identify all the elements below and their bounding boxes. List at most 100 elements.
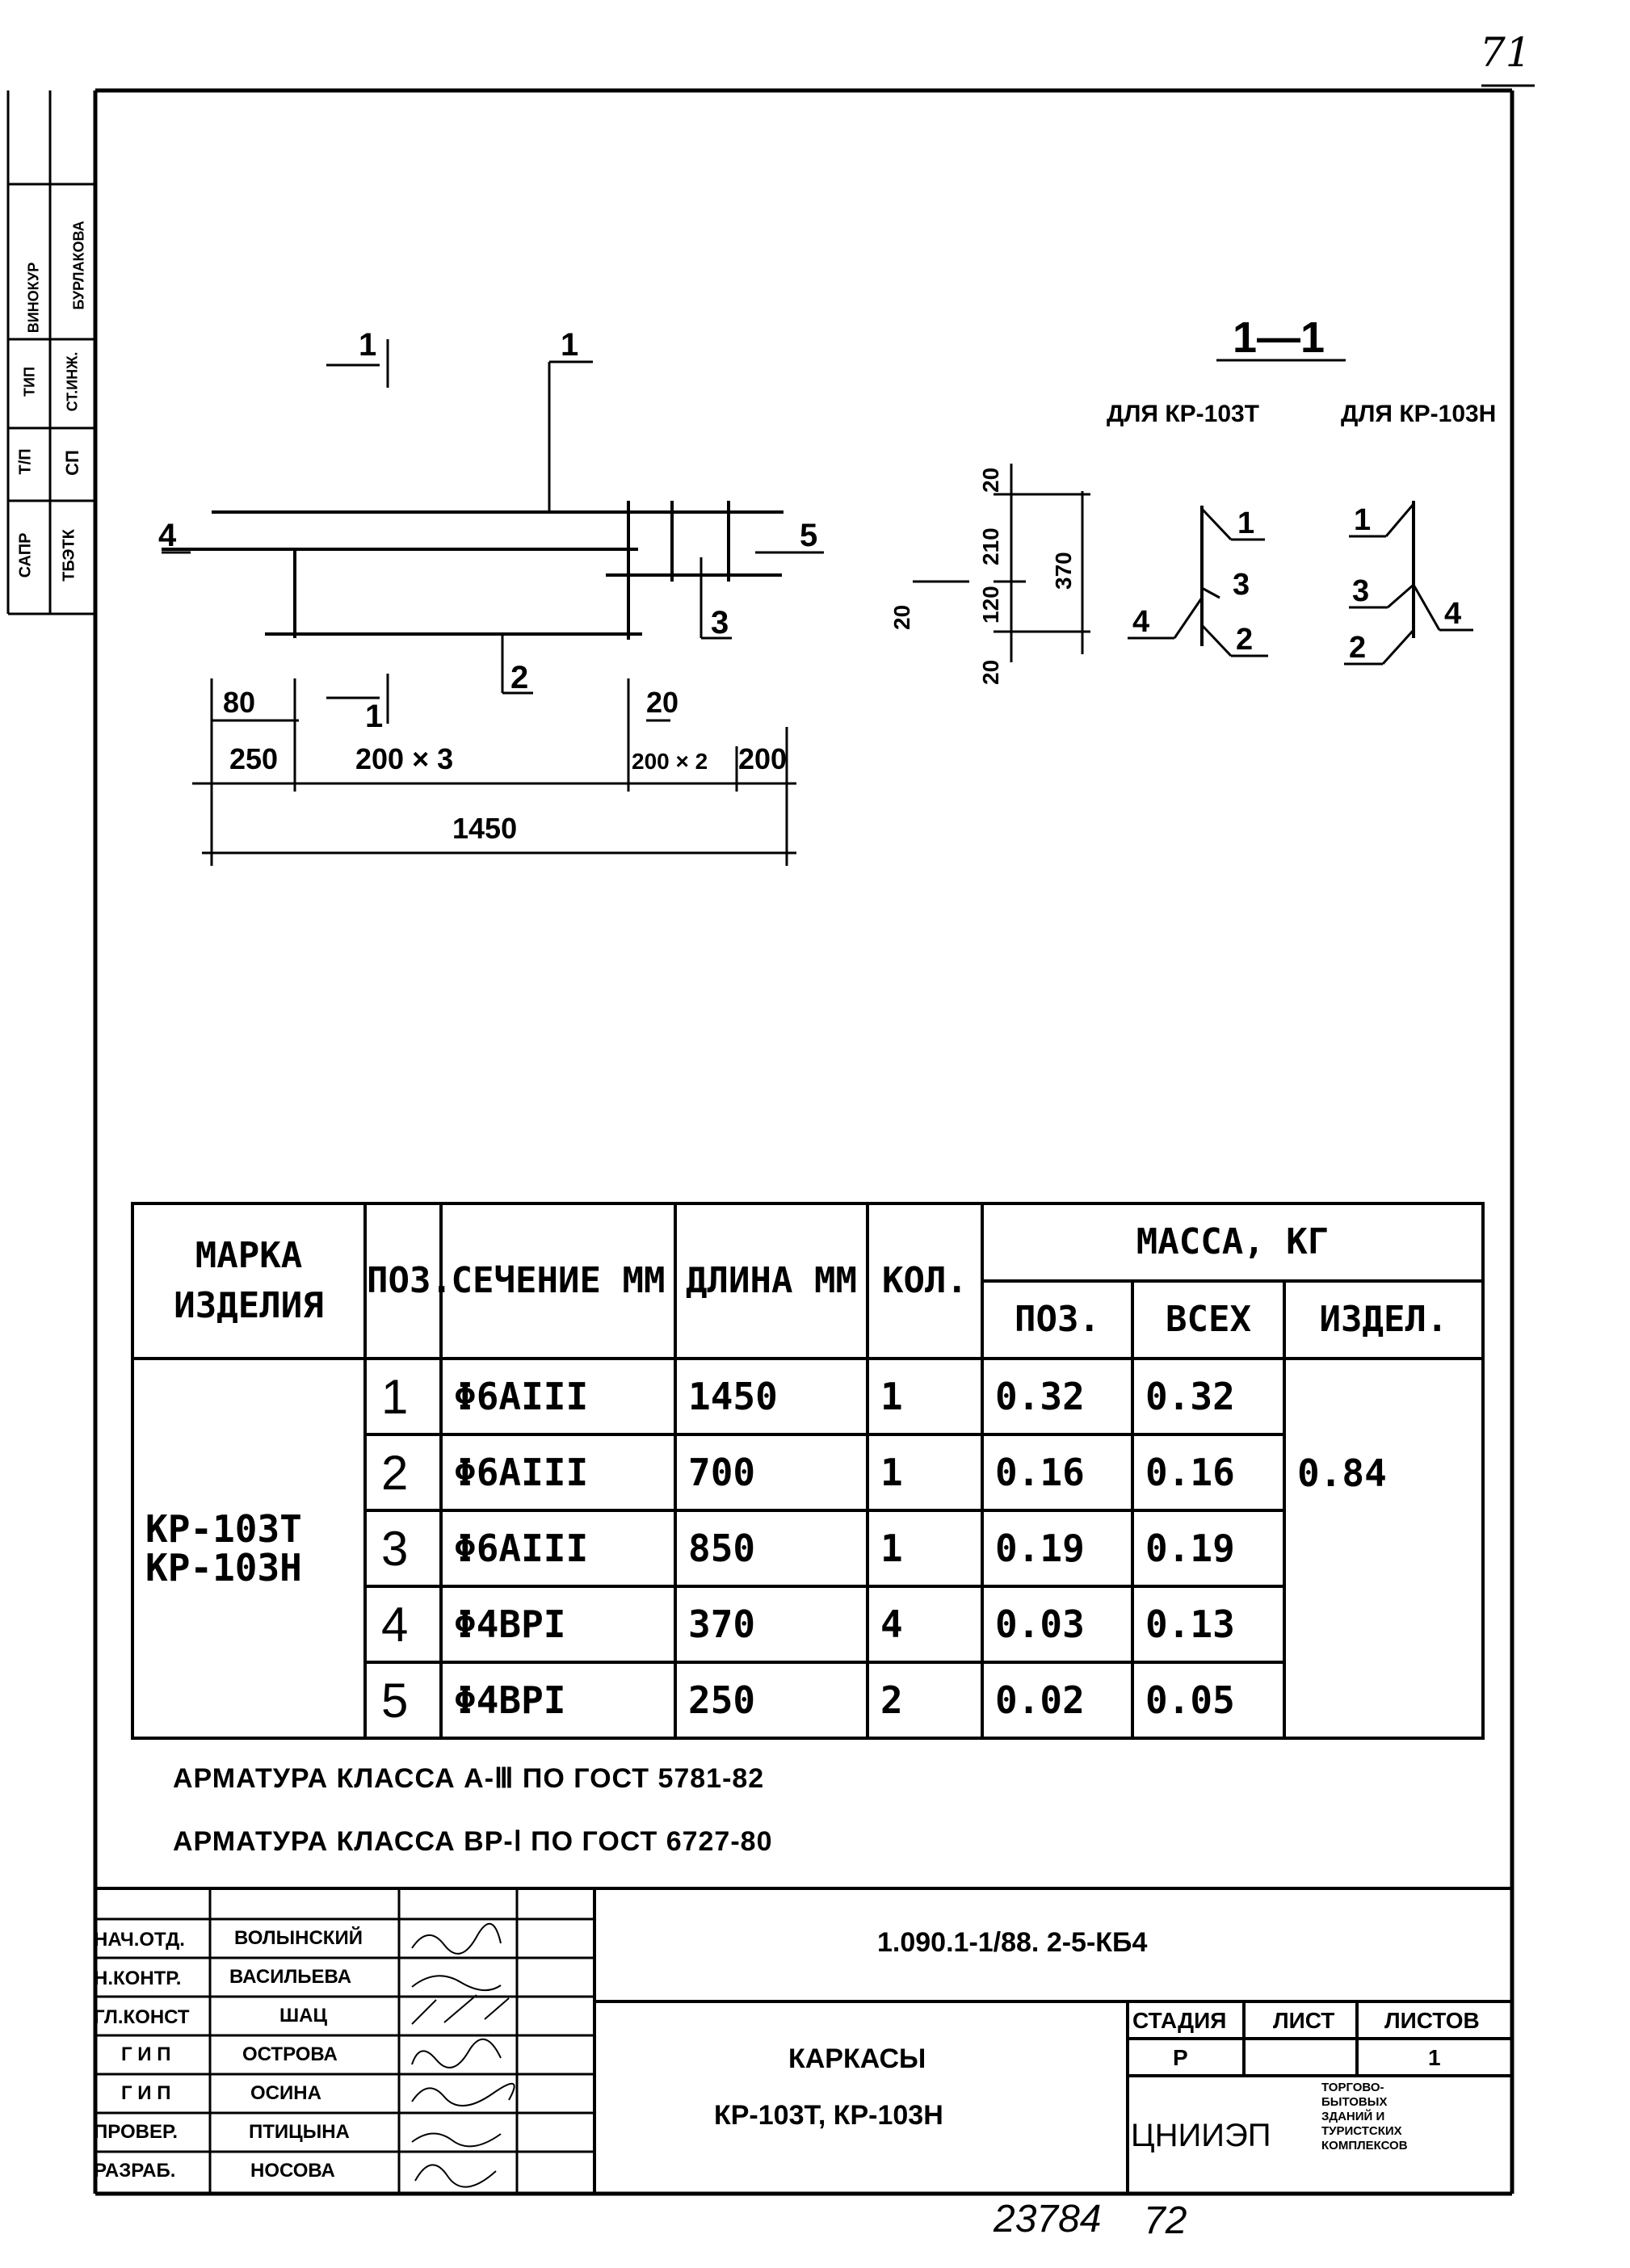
item-mark-2: КР-103Н	[145, 1546, 302, 1590]
people-name-5: ОСИНА	[250, 2082, 321, 2104]
cell-mass-all: 0.16	[1131, 1433, 1286, 1512]
cell-item-mass: 0.84	[1282, 1357, 1485, 1740]
cell-length: 1450	[674, 1357, 869, 1436]
pos-label-5: 5	[800, 518, 817, 553]
org-desc-1: ТОРГОВО-	[1321, 2081, 1384, 2094]
note-1: АРМАТУРА КЛАССА А-Ⅲ ПО ГОСТ 5781-82	[173, 1763, 765, 1794]
section-dim-20a: 20	[978, 468, 1003, 493]
dim-80: 80	[223, 686, 255, 719]
signature-4	[411, 2038, 502, 2068]
cell-length: 370	[674, 1585, 869, 1664]
cell-qty: 1	[866, 1357, 984, 1436]
dim-250: 250	[229, 742, 278, 775]
cell-pos: 1	[363, 1357, 443, 1436]
people-name-6: ПТИЦЫНА	[249, 2121, 350, 2143]
table-row: 5 Φ4BPI 250 2 0.02 0.05	[132, 1661, 1483, 1740]
page-number: 71	[1480, 29, 1531, 76]
org-desc-2: БЫТОВЫХ	[1321, 2095, 1388, 2109]
cell-section: Φ6AIII	[439, 1509, 677, 1588]
section-dim-210: 210	[978, 527, 1003, 565]
people-role-6: ПРОВЕР.	[94, 2121, 179, 2143]
dim-1450: 1450	[452, 812, 517, 845]
dim-200x3: 200 × 3	[355, 742, 453, 775]
header-length: ДЛИНА ММ	[674, 1202, 869, 1360]
cell-mass-pos: 0.02	[981, 1661, 1134, 1740]
org-desc-4: ТУРИСТСКИХ	[1321, 2124, 1402, 2138]
people-role-4: Г И П	[121, 2043, 171, 2065]
people-name-3: ШАЦ	[279, 2005, 327, 2026]
cell-length: 250	[674, 1661, 869, 1740]
people-role-1: НАЧ.ОТД.	[94, 1929, 185, 1951]
item-mass-value: 0.84	[1297, 1451, 1387, 1495]
cell-section: Φ6AIII	[439, 1433, 677, 1512]
cell-mass-pos: 0.03	[981, 1585, 1134, 1664]
sec-left-label-4: 4	[1132, 605, 1149, 639]
dim-200: 200	[738, 742, 787, 775]
header-pos: ПОЗ.	[363, 1202, 452, 1360]
header-mass-pos: ПОЗ.	[981, 1279, 1134, 1360]
section-mark-top: 1	[359, 327, 376, 363]
bottom-number-left: 23784	[994, 2198, 1102, 2241]
header-mass: МАССА, КГ	[980, 1202, 1485, 1283]
section-1-1-drawing: 1—1 ДЛЯ КР-103Т ДЛЯ КР-103Н 20 210 1 20 2…	[889, 313, 1496, 685]
section-caption-left: ДЛЯ КР-103Т	[1107, 401, 1259, 427]
section-caption-right: ДЛЯ КР-103Н	[1341, 401, 1496, 427]
sec-left-label-3: 3	[1233, 568, 1250, 602]
org-desc-5: КОМПЛЕКСОВ	[1321, 2139, 1408, 2152]
section-dim-20c: 20	[889, 605, 914, 630]
drawing-title-2: КР-103Т, КР-103Н	[714, 2100, 943, 2131]
cell-pos: 2	[363, 1433, 443, 1512]
signature-1	[411, 1922, 502, 1955]
sec-right-label-1: 1	[1354, 503, 1371, 537]
cell-length: 850	[674, 1509, 869, 1588]
cell-mass-pos: 0.32	[981, 1357, 1134, 1436]
cell-mass-pos: 0.19	[981, 1509, 1134, 1588]
signature-3	[411, 1994, 510, 2025]
header-mass-all: ВСЕХ	[1131, 1279, 1286, 1360]
cell-section: Φ4BPI	[439, 1661, 677, 1740]
signature-2	[411, 1975, 502, 1991]
cell-section: Φ6AIII	[439, 1357, 677, 1436]
frame-elevation-drawing: 4 1 5 3 2 1 1 80 20 250 200 × 3 200 × 2 …	[158, 327, 824, 866]
drawing-title-1: КАРКАСЫ	[788, 2043, 926, 2074]
item-mark-1: КР-103Т	[145, 1506, 302, 1551]
cell-pos: 5	[363, 1661, 443, 1740]
pos-label-1: 1	[561, 327, 578, 363]
signature-7	[414, 2164, 497, 2188]
cell-pos: 4	[363, 1585, 443, 1664]
cell-length: 700	[674, 1433, 869, 1512]
sheets-label: ЛИСТОВ	[1384, 2008, 1480, 2033]
people-name-1: ВОЛЫНСКИЙ	[234, 1927, 363, 1949]
dim-200x2: 200 × 2	[632, 749, 708, 774]
bottom-number-right: 72	[1144, 2199, 1187, 2242]
cell-mass-all: 0.05	[1131, 1661, 1286, 1740]
table-row: 4 Φ4BPI 370 4 0.03 0.13	[132, 1585, 1483, 1664]
sec-left-label-1: 1	[1237, 506, 1254, 540]
header-mass-item: ИЗДЕЛ.	[1282, 1279, 1485, 1360]
signature-5	[411, 2082, 515, 2107]
people-name-4: ОСТРОВА	[242, 2043, 338, 2065]
note-2: АРМАТУРА КЛАССА ВР-Ⅰ ПО ГОСТ 6727-80	[173, 1826, 773, 1857]
sec-left-label-2: 2	[1236, 623, 1253, 657]
section-title: 1—1	[1233, 313, 1325, 362]
org-name: ЦНИИЭП	[1131, 2118, 1271, 2153]
section-dim-370: 370	[1051, 552, 1076, 590]
pos-label-3: 3	[711, 605, 729, 640]
sec-right-label-2: 2	[1349, 631, 1366, 665]
table-row: 2 Φ6AIII 700 1 0.16 0.16	[132, 1433, 1483, 1512]
people-role-3: ГЛ.КОНСТ	[94, 2006, 190, 2028]
cell-qty: 1	[866, 1433, 984, 1512]
cell-qty: 4	[866, 1585, 984, 1664]
signature-6	[411, 2132, 502, 2148]
people-name-7: НОСОВА	[250, 2160, 335, 2182]
people-role-2: Н.КОНТР.	[94, 1968, 182, 1989]
people-role-5: Г И П	[121, 2082, 171, 2104]
item-mark-cell: КР-103Т КР-103Н	[131, 1357, 367, 1740]
dim-20: 20	[646, 686, 678, 719]
section-mark-bottom: 1	[365, 699, 383, 734]
cell-mass-all: 0.13	[1131, 1585, 1286, 1664]
cell-pos: 3	[363, 1509, 443, 1588]
table-row: КР-103Т КР-103Н 1 Φ6AIII 1450 1 0.32 0.3…	[131, 1357, 1485, 1740]
